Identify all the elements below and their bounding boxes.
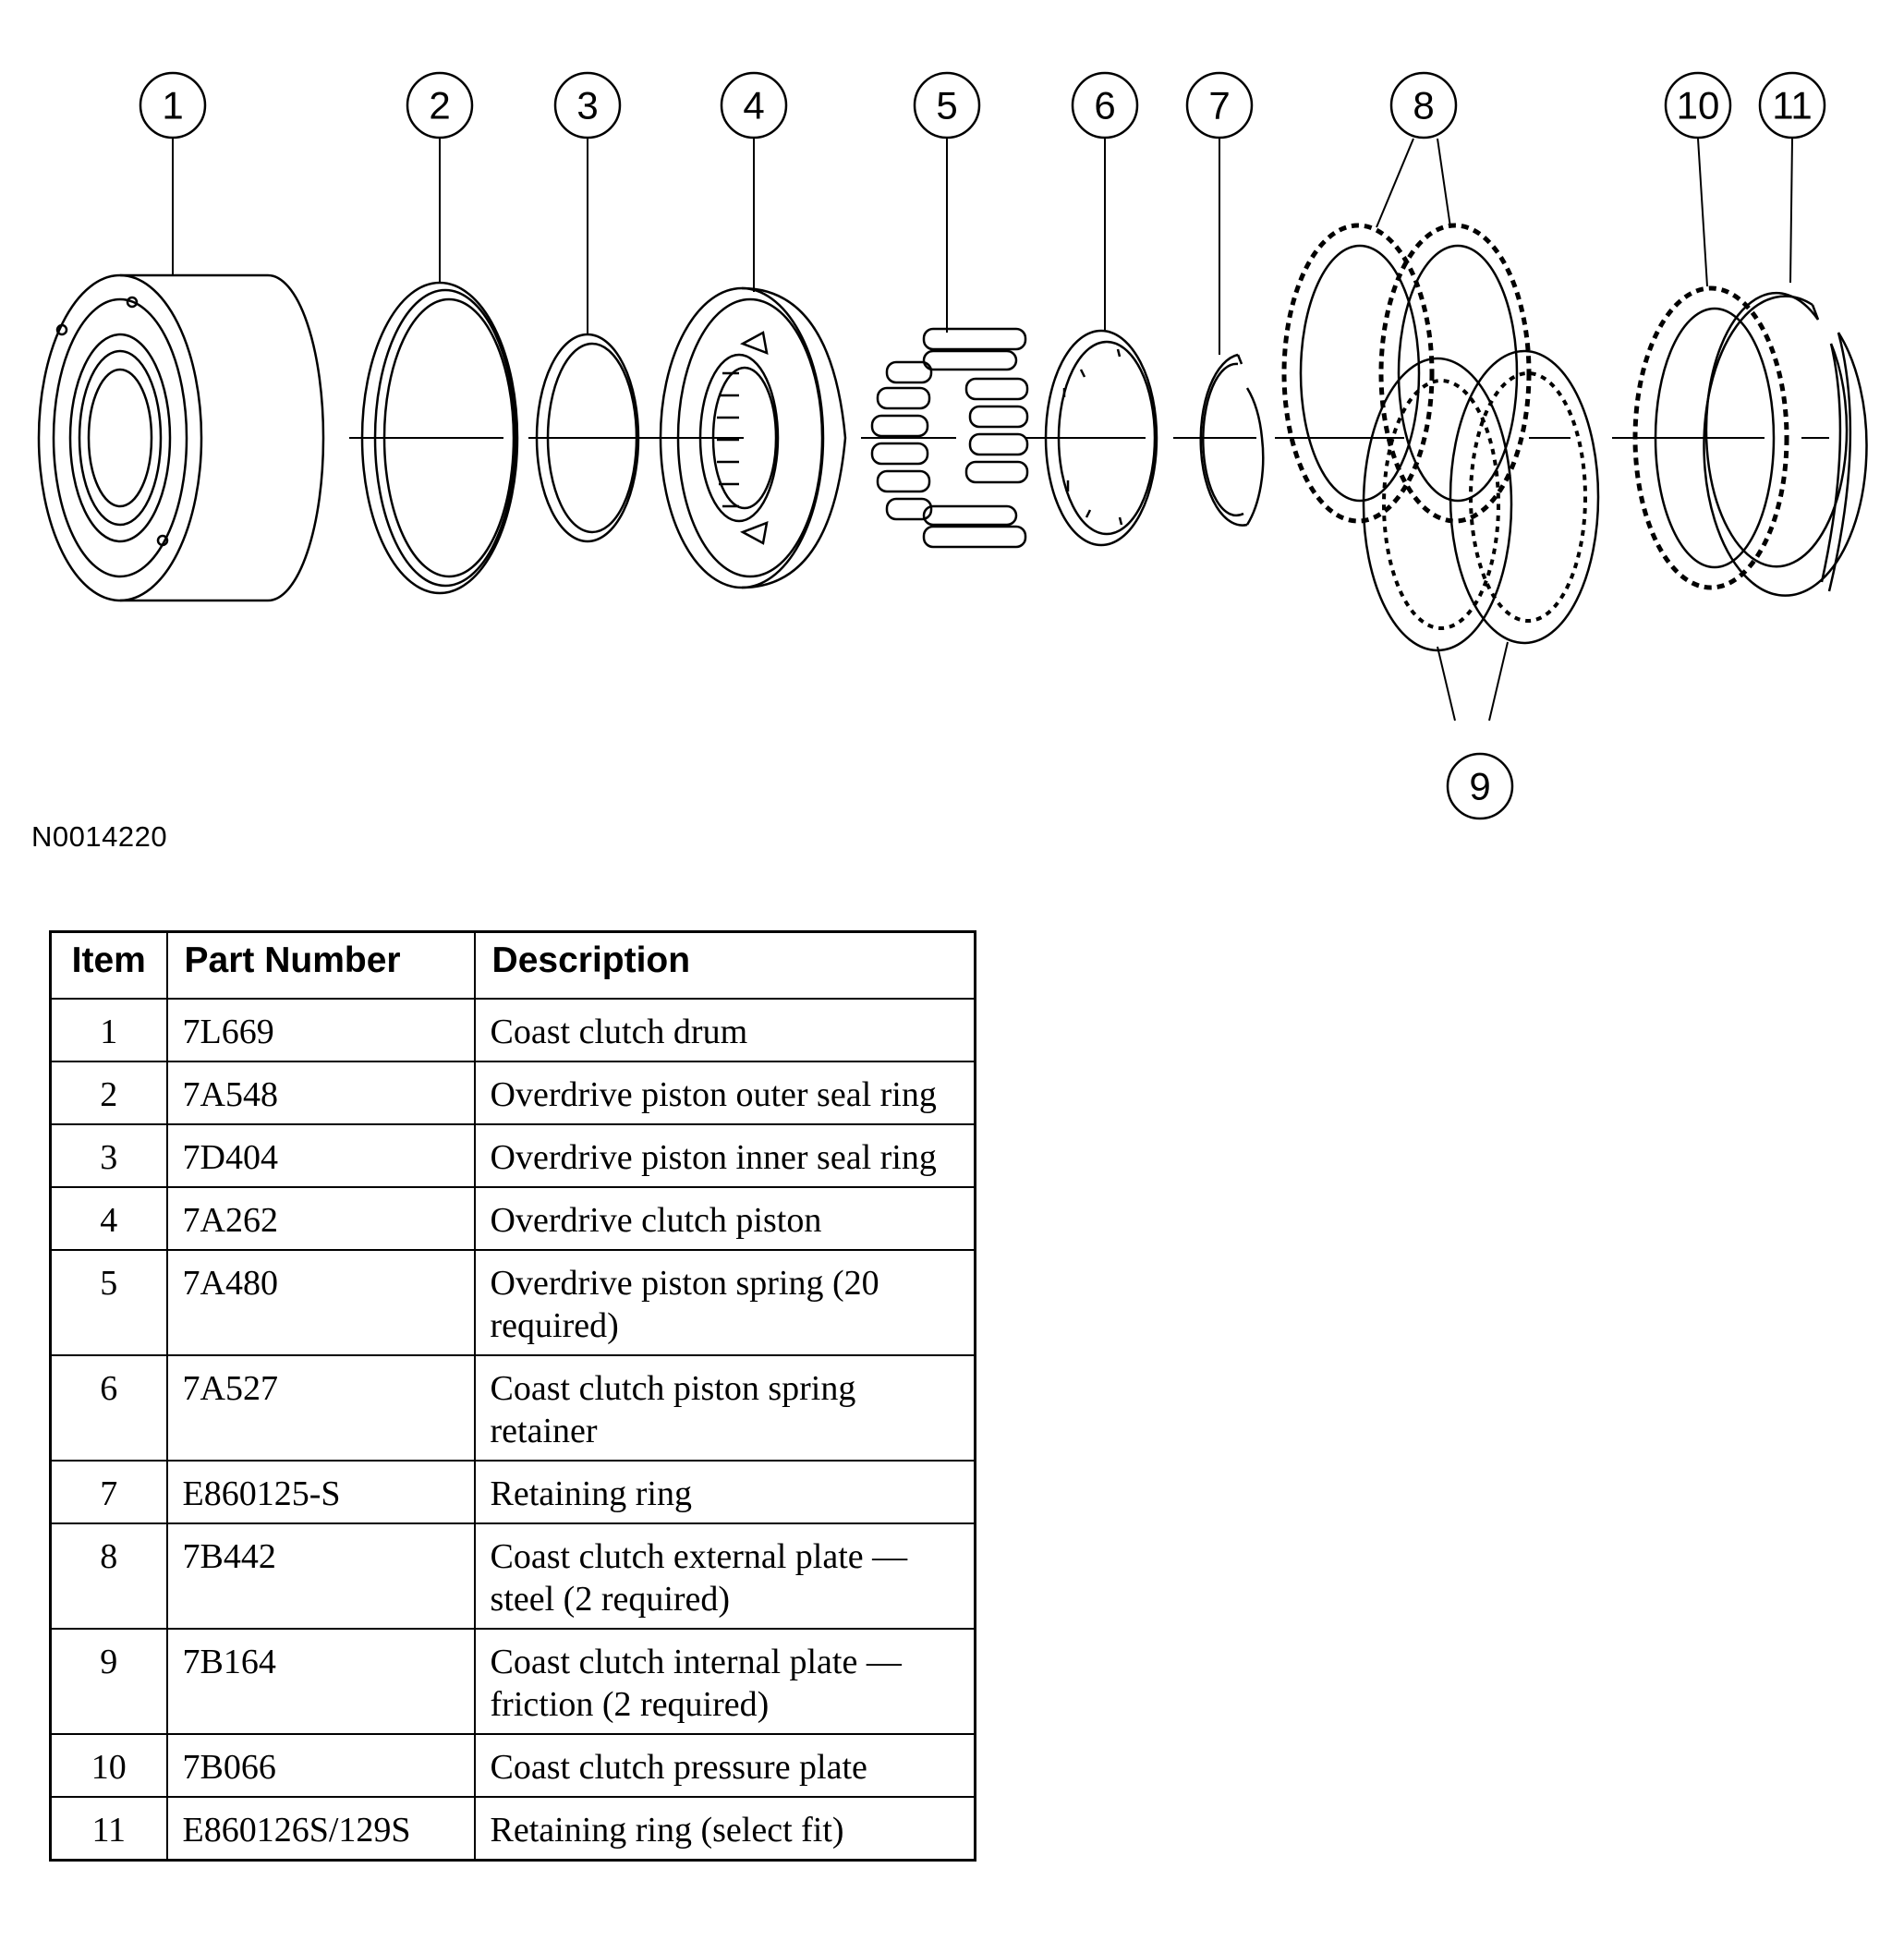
cell-item: 9: [49, 1628, 168, 1735]
callout-3: 3: [553, 71, 622, 140]
cell-description: Overdrive piston spring (20 required): [473, 1249, 976, 1356]
cell-part-number: 7A262: [165, 1186, 476, 1251]
cell-part-number: 7D404: [165, 1123, 476, 1188]
cell-item: 2: [49, 1061, 168, 1125]
callout-6: 6: [1071, 71, 1139, 140]
callout-11-label: 11: [1772, 84, 1813, 127]
external-steel-plates-drawing: [1281, 223, 1532, 524]
callout-7-label: 7: [1208, 84, 1230, 127]
spring-retainer-drawing: [1044, 329, 1158, 547]
callout-2: 2: [406, 71, 474, 140]
callout-7: 7: [1185, 71, 1254, 140]
cell-description: Overdrive piston inner seal ring: [473, 1123, 976, 1188]
leader-lines: [172, 138, 1793, 722]
callout-1-label: 1: [162, 84, 183, 127]
cell-description: Overdrive piston outer seal ring: [473, 1061, 976, 1125]
cell-part-number: 7A548: [165, 1061, 476, 1125]
cell-item: 8: [49, 1522, 168, 1630]
cell-part-number: 7B066: [165, 1733, 476, 1798]
callout-4: 4: [720, 71, 788, 140]
cell-description: Overdrive clutch piston: [473, 1186, 976, 1251]
header-item: Item: [49, 930, 168, 1000]
callout-8-label: 8: [1413, 84, 1434, 127]
cell-item: 5: [49, 1249, 168, 1356]
header-part-number: Part Number: [165, 930, 476, 1000]
callout-4-label: 4: [743, 84, 764, 127]
callout-2-label: 2: [429, 84, 450, 127]
callout-10-label: 10: [1677, 84, 1720, 127]
cell-description: Coast clutch drum: [473, 998, 976, 1062]
callout-5-label: 5: [936, 84, 957, 127]
select-fit-retaining-ring-drawing: [1703, 292, 1868, 597]
cell-part-number: E860125-S: [165, 1460, 476, 1524]
pressure-plate-drawing: [1632, 285, 1789, 590]
callout-1: 1: [139, 71, 207, 140]
retaining-ring-drawing: [1199, 353, 1265, 527]
cell-item: 4: [49, 1186, 168, 1251]
cell-part-number: E860126S/129S: [165, 1796, 476, 1862]
header-description: Description: [473, 930, 976, 1000]
cell-item: 11: [49, 1796, 168, 1862]
overdrive-clutch-piston-drawing: [659, 286, 847, 589]
cell-description: Retaining ring: [473, 1460, 976, 1524]
exploded-view-figure: 1 2 3 4 5 6 7 8 9 10 11: [0, 0, 1904, 868]
cell-description: Retaining ring (select fit): [473, 1796, 976, 1862]
callout-9: 9: [1446, 752, 1514, 820]
cell-item: 7: [49, 1460, 168, 1524]
callout-6-label: 6: [1094, 84, 1115, 127]
cell-description: Coast clutch piston spring retainer: [473, 1354, 976, 1462]
cell-description: Coast clutch external plate — steel (2 r…: [473, 1522, 976, 1630]
callout-3-label: 3: [576, 84, 598, 127]
callout-9-label: 9: [1469, 765, 1490, 808]
cell-item: 3: [49, 1123, 168, 1188]
cell-part-number: 7A527: [165, 1354, 476, 1462]
coast-clutch-drum-drawing: [37, 273, 325, 602]
cell-part-number: 7L669: [165, 998, 476, 1062]
cell-part-number: 7B442: [165, 1522, 476, 1630]
cell-part-number: 7A480: [165, 1249, 476, 1356]
table-header-row: Item Part Number Description: [49, 930, 976, 1000]
cell-description: Coast clutch internal plate — friction (…: [473, 1628, 976, 1735]
cell-part-number: 7B164: [165, 1628, 476, 1735]
callout-5: 5: [913, 71, 981, 140]
piston-springs-drawing: [870, 327, 1029, 549]
figure-id-label: N0014220: [31, 820, 168, 853]
cell-item: 1: [49, 998, 168, 1062]
cell-item: 6: [49, 1354, 168, 1462]
callout-10: 10: [1664, 71, 1732, 140]
callout-11: 11: [1758, 71, 1826, 140]
callout-8: 8: [1389, 71, 1458, 140]
cell-description: Coast clutch pressure plate: [473, 1733, 976, 1798]
cell-item: 10: [49, 1733, 168, 1798]
